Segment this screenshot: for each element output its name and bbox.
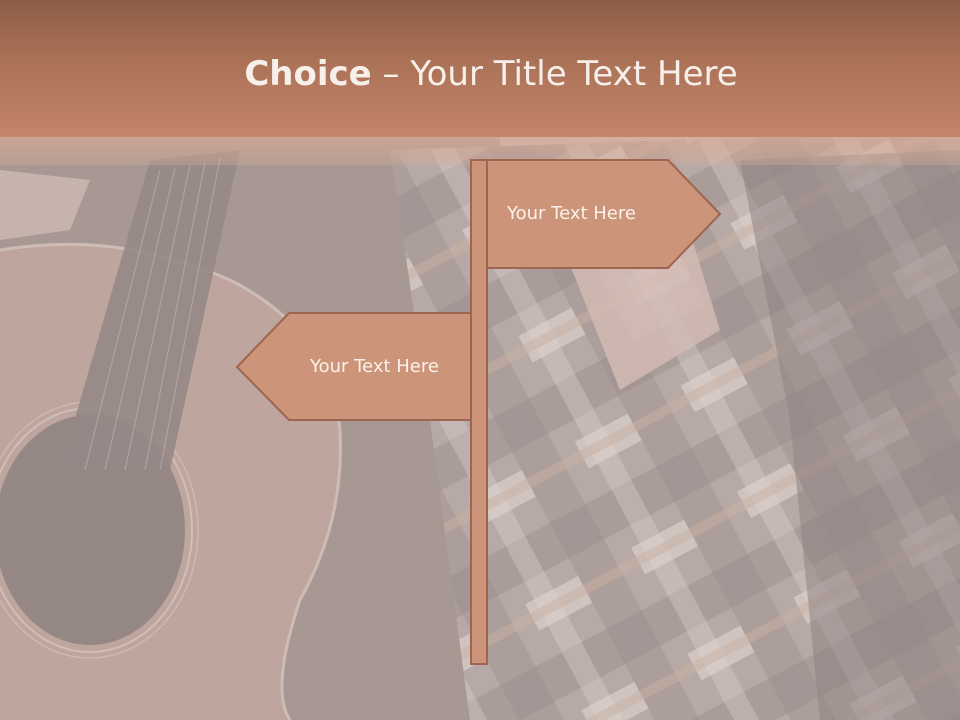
left-arrow-sign: [235, 312, 472, 421]
right-sign-label: Your Text Here: [507, 203, 636, 224]
title-bold: Choice: [244, 54, 372, 94]
right-arrow-sign: [486, 159, 722, 269]
slide-title: Choice – Your Title Text Here: [0, 50, 960, 98]
title-rest: – Your Title Text Here: [371, 54, 738, 94]
left-sign-label: Your Text Here: [310, 356, 439, 377]
signpost-pole: [470, 159, 488, 665]
title-bar: [0, 0, 960, 137]
